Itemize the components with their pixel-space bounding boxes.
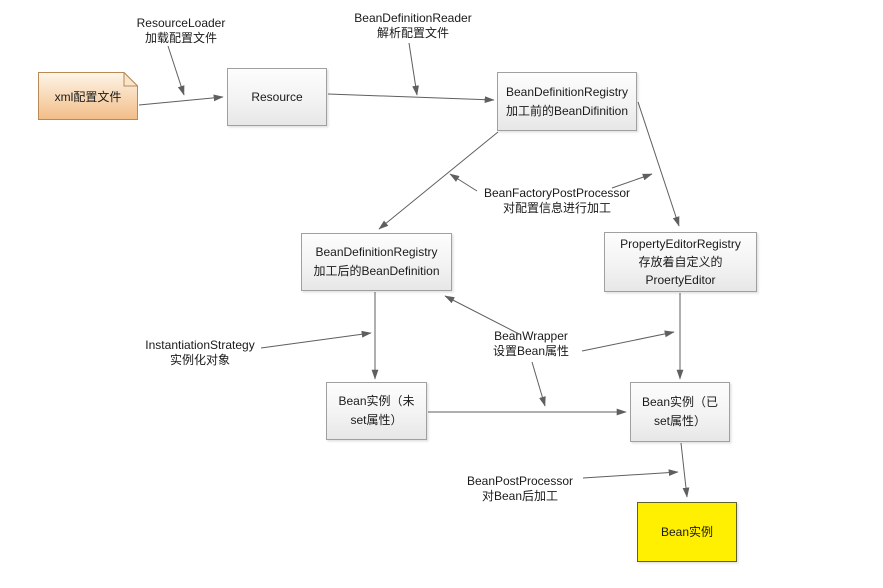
node-label: PropertyEditorRegistry [620, 237, 741, 251]
node-label: BeanDefinitionRegistry [315, 245, 438, 259]
label-resourceloader: ResourceLoader 加载配置文件 [136, 16, 226, 45]
node-label: ProertyEditor [645, 273, 716, 287]
node-bean-instance-unset: Bean实例（未 set属性） [326, 382, 427, 440]
label-beanwrapper: BeanWrapper 设置Bean属性 [492, 329, 570, 358]
node-label: Bean实例（未 [338, 394, 415, 408]
label-beanfactorypostprocessor: BeanFactoryPostProcessor 对配置信息进行加工 [483, 186, 631, 215]
node-label: 加工前的BeanDifinition [505, 103, 629, 118]
edge-resource-to-registry [327, 93, 495, 104]
node-beandefinitionregistry-before: BeanDefinitionRegistry 加工前的BeanDifinitio… [497, 72, 637, 131]
edge-resourceloader-callout [167, 45, 185, 96]
edge-bfpp-callout-right [611, 173, 653, 189]
node-label: xml配置文件 [54, 89, 122, 104]
node-label: set属性） [350, 413, 403, 427]
edge-beanwrapper-callout-horizontal [531, 361, 546, 407]
edge-reader-callout [408, 42, 419, 96]
edge-xml-to-resource [138, 94, 224, 106]
node-label: BeanDefinitionRegistry [505, 84, 629, 99]
edge-bpp-callout [582, 469, 679, 479]
node-label: Bean实例 [660, 524, 714, 539]
node-label: 加工后的BeanDefinition [313, 264, 440, 278]
edge-bean-set-to-bean-final [680, 442, 690, 498]
node-label: set属性） [653, 414, 706, 428]
edge-registry-to-propertyeditor [637, 101, 680, 227]
label-beandefinitionreader: BeanDefinitionReader 解析配置文件 [354, 11, 472, 40]
edge-instantiation-callout [260, 330, 372, 349]
node-label: 存放着自定义的 [638, 255, 723, 269]
edge-beanwrapper-callout-registry [444, 295, 520, 335]
node-bean-instance-set: Bean实例（已 set属性） [630, 382, 730, 442]
node-propertyeditorregistry: PropertyEditorRegistry 存放着自定义的 ProertyEd… [604, 232, 757, 292]
node-resource: Resource [227, 68, 327, 126]
edge-registry-to-registry-after [378, 131, 499, 230]
edge-bfpp-callout-left [449, 173, 478, 192]
edge-beanwrapper-callout-vertical [581, 330, 675, 352]
node-label: Resource [251, 89, 303, 104]
document-shape-icon [38, 71, 139, 120]
node-label: Bean实例（已 [641, 395, 719, 409]
node-beandefinitionregistry-after: BeanDefinitionRegistry 加工后的BeanDefinitio… [301, 233, 452, 291]
node-bean-instance-final: Bean实例 [637, 502, 737, 562]
label-instantiationstrategy: InstantiationStrategy 实例化对象 [145, 338, 255, 367]
label-beanpostprocessor: BeanPostProcessor 对Bean后加工 [466, 474, 574, 503]
node-xml-config-file: xml配置文件 [38, 71, 139, 120]
